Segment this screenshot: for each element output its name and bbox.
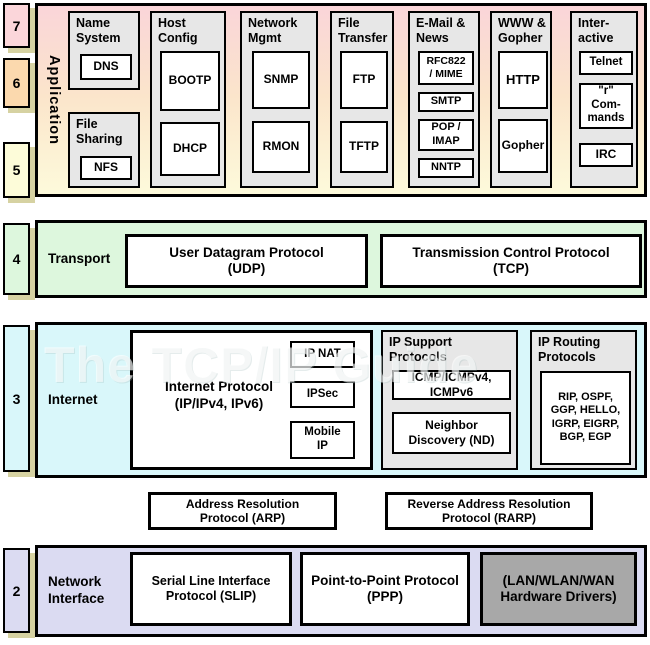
layer-badge-4: 4 — [3, 223, 30, 295]
protocol-arp: Address Resolution Protocol (ARP) — [148, 492, 337, 530]
protocol-mobile-ip: Mobile IP — [290, 421, 355, 459]
group-ip-support: IP Support Protocols ICMP/ICMPv4, ICMPv6… — [381, 330, 518, 470]
group-ip-support-label: IP Support Protocols — [389, 335, 452, 364]
network-interface-layer-box: Network Interface Serial Line Interface … — [35, 545, 647, 637]
protocol-telnet: Telnet — [579, 50, 633, 75]
protocol-smtp: SMTP — [418, 91, 474, 112]
group-name-system: Name System DNS — [68, 11, 140, 90]
group-network-mgmt: Network Mgmt SNMP RMON — [240, 11, 318, 188]
protocol-dns: DNS — [80, 53, 132, 80]
protocol-slip: Serial Line Interface Protocol (SLIP) — [130, 552, 292, 626]
protocol-ip-nat: IP NAT — [290, 341, 355, 368]
protocol-udp: User Datagram Protocol (UDP) — [125, 234, 368, 288]
group-file-transfer-label: File Transfer — [338, 16, 388, 45]
layer-badge-5: 5 — [3, 142, 30, 198]
protocol-nntp: NNTP — [418, 157, 474, 178]
protocol-snmp: SNMP — [252, 50, 310, 109]
protocol-gopher: Gopher — [498, 118, 548, 173]
protocol-ipsec: IPSec — [290, 381, 355, 408]
group-ip-routing-label: IP Routing Protocols — [538, 335, 601, 364]
group-email-news-label: E-Mail & News — [416, 16, 466, 45]
protocol-ftp: FTP — [340, 50, 388, 109]
group-host-config: Host Config BOOTP DHCP — [150, 11, 226, 188]
protocol-ip-label: Internet Protocol (IP/IPv4, IPv6) — [164, 379, 273, 411]
group-file-sharing: File Sharing NFS — [68, 112, 140, 188]
protocol-rarp: Reverse Address Resolution Protocol (RAR… — [385, 492, 593, 530]
group-host-config-label: Host Config — [158, 16, 198, 45]
network-interface-layer-label: Network Interface — [48, 574, 105, 606]
protocol-hardware-drivers: (LAN/WLAN/WAN Hardware Drivers) — [480, 552, 637, 626]
group-interactive: Inter- active Telnet "r" Com- mands IRC — [570, 11, 638, 188]
protocol-dhcp: DHCP — [160, 121, 220, 176]
application-layer-box: Application Name System DNS File Sharing… — [35, 3, 647, 197]
protocol-rfc822-mime: RFC822 / MIME — [418, 50, 474, 85]
protocol-http: HTTP — [498, 50, 548, 109]
transport-layer-box: Transport User Datagram Protocol (UDP) T… — [35, 220, 647, 298]
layer-badge-3: 3 — [3, 325, 30, 472]
group-name-system-label: Name System — [76, 16, 121, 45]
application-layer-label: Application — [46, 55, 62, 145]
group-www-gopher-label: WWW & Gopher — [498, 16, 546, 45]
group-interactive-label: Inter- active — [578, 16, 614, 45]
protocol-r-commands: "r" Com- mands — [579, 82, 633, 129]
protocol-icmp: ICMP/ICMPv4, ICMPv6 — [392, 369, 511, 400]
protocol-routing-list: RIP, OSPF, GGP, HELLO, IGRP, EIGRP, BGP,… — [540, 370, 631, 465]
protocol-tftp: TFTP — [340, 120, 388, 173]
internet-layer-label: Internet — [48, 391, 98, 407]
protocol-nd: Neighbor Discovery (ND) — [392, 411, 511, 454]
layer-badge-2: 2 — [3, 548, 30, 633]
group-www-gopher: WWW & Gopher HTTP Gopher — [490, 11, 552, 188]
protocol-rmon: RMON — [252, 120, 310, 173]
internet-layer-box: Internet Internet Protocol (IP/IPv4, IPv… — [35, 322, 647, 478]
protocol-irc: IRC — [579, 142, 633, 167]
protocol-bootp: BOOTP — [160, 50, 220, 111]
group-email-news: E-Mail & News RFC822 / MIME SMTP POP / I… — [408, 11, 480, 188]
protocol-tcp: Transmission Control Protocol (TCP) — [380, 234, 642, 288]
protocol-ppp: Point-to-Point Protocol (PPP) — [300, 552, 470, 626]
protocol-ip-box: Internet Protocol (IP/IPv4, IPv6) IP NAT… — [130, 330, 373, 470]
group-file-sharing-label: File Sharing — [76, 117, 123, 146]
layer-badge-6: 6 — [3, 58, 30, 108]
protocol-nfs: NFS — [80, 155, 132, 180]
group-network-mgmt-label: Network Mgmt — [248, 16, 298, 45]
protocol-pop-imap: POP / IMAP — [418, 118, 474, 151]
group-ip-routing: IP Routing Protocols RIP, OSPF, GGP, HEL… — [530, 330, 637, 470]
transport-layer-label: Transport — [48, 250, 111, 266]
group-file-transfer: File Transfer FTP TFTP — [330, 11, 394, 188]
layer-badge-7: 7 — [3, 3, 30, 48]
